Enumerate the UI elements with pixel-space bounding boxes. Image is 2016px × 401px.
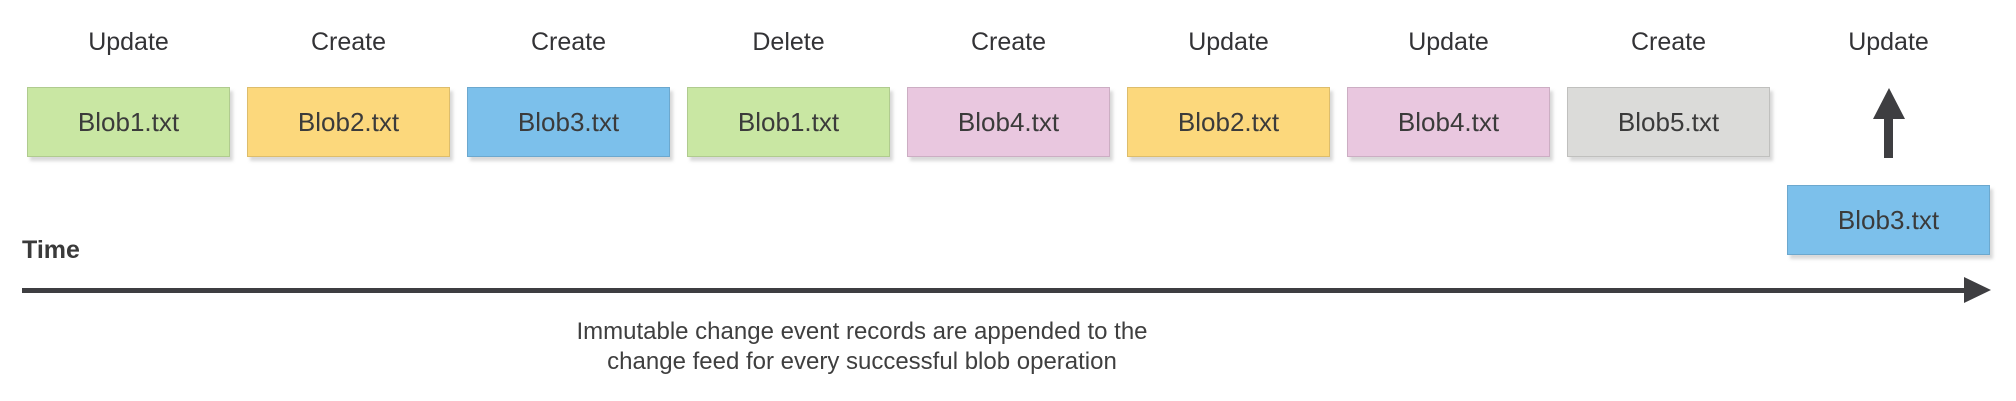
change-event-column: Delete Blob1.txt <box>687 0 890 401</box>
change-event-column: Create Blob3.txt <box>467 0 670 401</box>
change-event-column: Update Blob3.txt <box>1787 0 1990 401</box>
caption-line-2: change feed for every successful blob op… <box>607 348 1117 375</box>
arrow-up-shaft <box>1884 119 1893 158</box>
operation-label: Create <box>310 28 387 56</box>
change-event-column: Update Blob1.txt <box>27 0 230 401</box>
operation-label: Create <box>530 28 607 56</box>
operation-label: Update <box>1408 28 1489 56</box>
blob-box: Blob5.txt <box>1567 87 1770 157</box>
change-event-column: Update Blob4.txt <box>1347 0 1550 401</box>
caption: Immutable change event records are appen… <box>412 317 1312 377</box>
blob-box: Blob4.txt <box>907 87 1110 157</box>
blob-box: Blob3.txt <box>1787 185 1990 255</box>
time-axis-line <box>22 288 1970 293</box>
operation-label: Update <box>1188 28 1269 56</box>
operation-label: Create <box>1630 28 1707 56</box>
blob-box: Blob4.txt <box>1347 87 1550 157</box>
blob-box: Blob2.txt <box>247 87 450 157</box>
operation-label: Create <box>970 28 1047 56</box>
operation-label: Delete <box>752 28 825 56</box>
blob-box: Blob3.txt <box>467 87 670 157</box>
blob-box: Blob1.txt <box>27 87 230 157</box>
change-event-column: Create Blob5.txt <box>1567 0 1770 401</box>
time-axis-arrowhead-icon <box>1964 277 1991 303</box>
operation-label: Update <box>1848 28 1929 56</box>
change-event-column: Create Blob4.txt <box>907 0 1110 401</box>
caption-line-1: Immutable change event records are appen… <box>576 318 1148 345</box>
blob-box: Blob2.txt <box>1127 87 1330 157</box>
operation-label: Update <box>88 28 169 56</box>
blob-box: Blob1.txt <box>687 87 890 157</box>
arrow-up-icon <box>1787 88 1990 158</box>
arrow-up-head <box>1872 88 1905 119</box>
time-axis-label: Time <box>22 236 80 264</box>
change-event-column: Update Blob2.txt <box>1127 0 1330 401</box>
change-event-column: Create Blob2.txt <box>247 0 450 401</box>
